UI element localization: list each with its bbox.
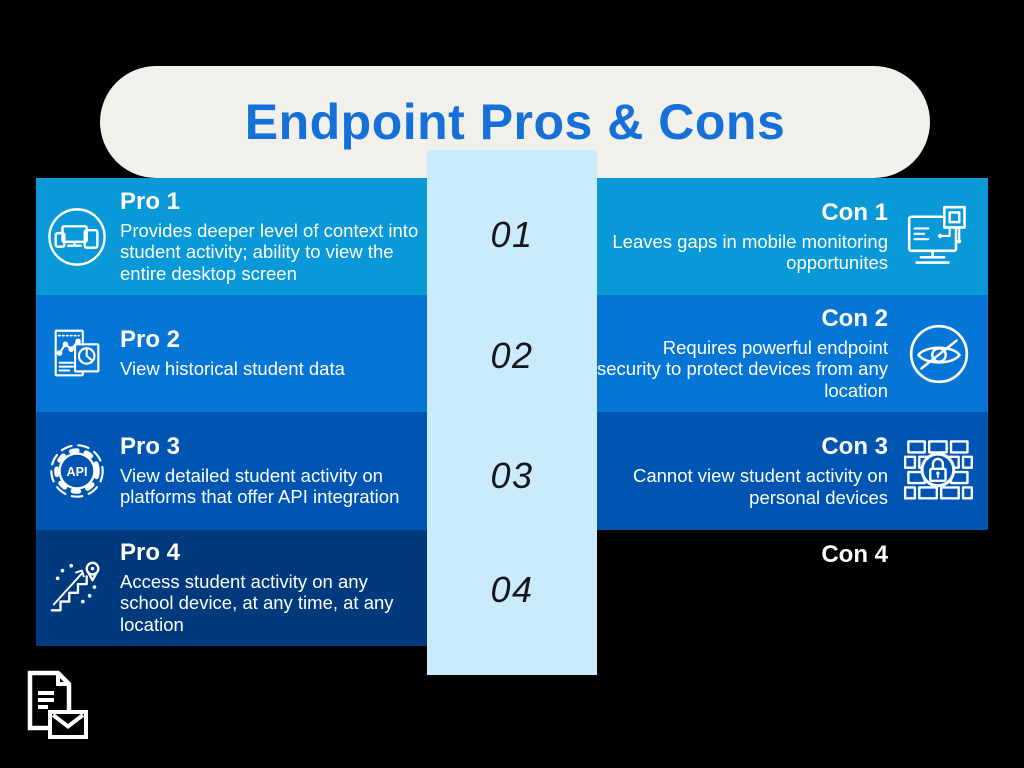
pro-3-label: Pro 3 [120, 432, 181, 460]
pro-2-row: Pro 2 View historical student data [36, 295, 427, 412]
pro-4-row: Pro 4 Access student activity on any sch… [36, 529, 427, 646]
con-1-text: Con 1 Leaves gaps in mobile monitoring o… [597, 198, 888, 274]
pro-4-text: Pro 4 Access student activity on any sch… [120, 538, 420, 636]
con-3-row: Con 3 Cannot view student activity on pe… [597, 412, 988, 530]
con-1-label: Con 1 [821, 198, 888, 226]
pro-1-body: Provides deeper level of context into st… [120, 219, 419, 284]
analytics-document-icon [46, 322, 108, 386]
con-4-text: Con 4 [821, 542, 888, 573]
step-number-1: 01 [490, 214, 534, 255]
pro-2-text: Pro 2 View historical student data [120, 327, 380, 380]
con-4-row: Con 4 [597, 529, 988, 646]
con-4-label: Con 4 [821, 541, 888, 568]
monitor-circuit-icon [904, 204, 974, 270]
con-2-row: Con 2 Requires powerful endpoint securit… [597, 295, 988, 412]
pro-1-row: Pro 1 Provides deeper level of context i… [36, 178, 427, 295]
pro-1-label: Pro 1 [120, 187, 181, 215]
con-3-text: Con 3 Cannot view student activity on pe… [604, 434, 888, 508]
pro-4-label: Pro 4 [120, 538, 181, 566]
con-2-text: Con 2 Requires powerful endpoint securit… [597, 304, 888, 402]
svg-text:API: API [67, 464, 88, 478]
pro-3-row: API Pro 3 View detailed student activity… [36, 412, 427, 529]
pro-2-body: View historical student data [120, 358, 345, 380]
pro-3-body: View detailed student activity on platfo… [120, 464, 400, 508]
con-1-row: Con 1 Leaves gaps in mobile monitoring o… [597, 178, 988, 295]
con-2-label: Con 2 [821, 304, 888, 332]
stairs-location-icon [46, 556, 108, 620]
page-title: Endpoint Pros & Cons [244, 94, 786, 150]
pro-1-text: Pro 1 Provides deeper level of context i… [120, 187, 427, 285]
pro-2-label: Pro 2 [120, 326, 181, 354]
api-gear-icon: API [46, 439, 108, 503]
center-number-column [427, 150, 597, 675]
con-3-label: Con 3 [821, 433, 888, 460]
firewall-lock-icon [904, 438, 974, 504]
step-number-3: 03 [490, 455, 534, 496]
con-3-body: Cannot view student activity on personal… [632, 465, 888, 508]
step-number-4: 04 [490, 569, 534, 610]
step-number-2: 02 [490, 335, 534, 376]
con-2-body: Requires powerful endpoint security to p… [597, 336, 888, 401]
pro-4-body: Access student activity on any school de… [120, 570, 394, 635]
devices-circle-icon [46, 205, 108, 269]
pro-3-text: Pro 3 View detailed student activity on … [120, 432, 427, 508]
hidden-eye-icon [904, 321, 974, 387]
document-mail-icon [20, 668, 94, 744]
con-1-body: Leaves gaps in mobile monitoring opportu… [612, 230, 888, 274]
